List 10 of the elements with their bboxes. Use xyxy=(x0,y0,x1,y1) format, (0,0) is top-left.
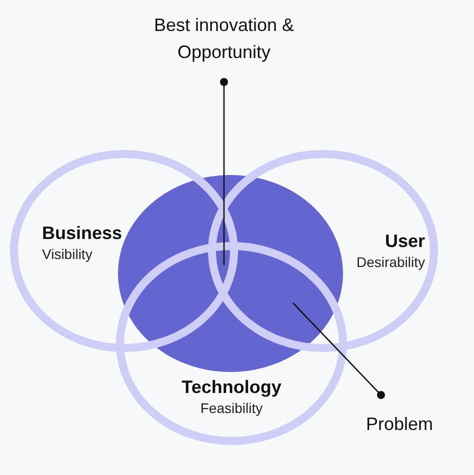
circle-heading: Technology xyxy=(180,376,282,398)
circle-heading: User xyxy=(384,230,425,252)
circle-subtitle: Visibility xyxy=(42,245,94,264)
callout-text: Best innovation & Opportunity xyxy=(152,14,296,64)
callout-text: Problem xyxy=(366,413,434,436)
circle-subtitle: Desirability xyxy=(356,253,425,272)
circle-subtitle: Feasibility xyxy=(199,399,264,418)
circle-heading: Business xyxy=(42,222,124,244)
leader-line xyxy=(292,302,385,399)
leader-line xyxy=(220,78,228,265)
